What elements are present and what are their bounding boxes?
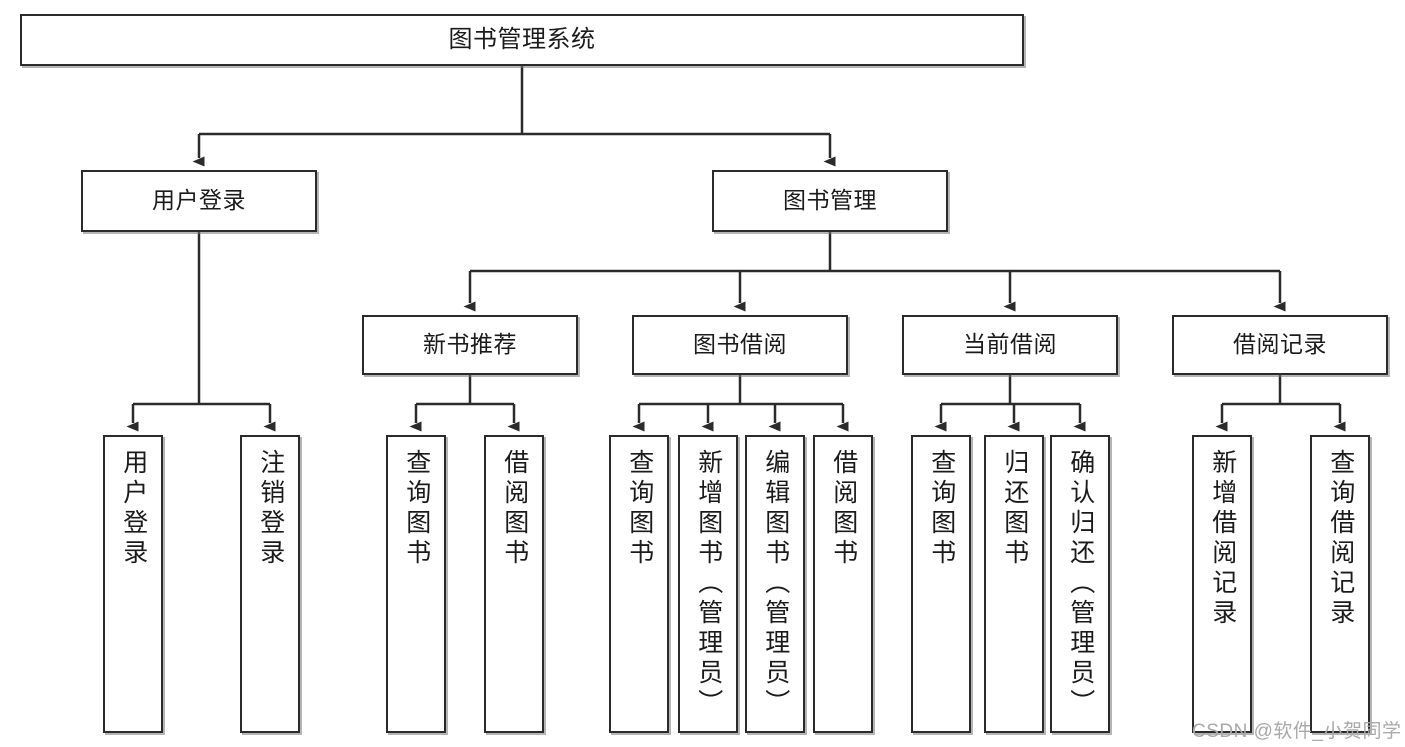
node-root[interactable]: 图书管理系统 <box>20 14 1024 66</box>
node-leaf-bb-add-book[interactable]: 新增图书（管理员） <box>678 435 738 733</box>
node-leaf-rec-borrow-book[interactable]: 借阅图书 <box>484 435 544 733</box>
node-leaf-cb-query-book-label: 查询图书 <box>927 449 956 569</box>
node-leaf-cb-return-book[interactable]: 归还图书 <box>984 435 1044 733</box>
node-leaf-user-logout[interactable]: 注销登录 <box>240 435 300 733</box>
node-user-login-label: 用户登录 <box>152 187 246 214</box>
node-leaf-cb-query-book[interactable]: 查询图书 <box>911 435 971 733</box>
node-book-borrow-label: 图书借阅 <box>693 331 787 358</box>
node-leaf-rec-borrow-book-label: 借阅图书 <box>500 449 529 569</box>
node-new-book-rec[interactable]: 新书推荐 <box>362 315 578 375</box>
node-leaf-cb-confirm-return[interactable]: 确认归还（管理员） <box>1050 435 1110 733</box>
node-leaf-bb-query-book[interactable]: 查询图书 <box>609 435 669 733</box>
node-leaf-rec-query-book[interactable]: 查询图书 <box>386 435 446 733</box>
node-leaf-br-add-record-label: 新增借阅记录 <box>1208 449 1237 629</box>
node-leaf-cb-confirm-return-label: 确认归还（管理员） <box>1066 449 1095 719</box>
node-leaf-user-logout-label: 注销登录 <box>256 449 285 569</box>
node-leaf-user-login[interactable]: 用户登录 <box>103 435 163 733</box>
node-new-book-rec-label: 新书推荐 <box>423 331 517 358</box>
node-leaf-bb-add-book-label: 新增图书（管理员） <box>694 449 723 719</box>
node-book-borrow[interactable]: 图书借阅 <box>632 315 848 375</box>
node-leaf-br-query-record[interactable]: 查询借阅记录 <box>1310 435 1370 733</box>
node-borrow-record-label: 借阅记录 <box>1233 331 1327 358</box>
node-leaf-rec-query-book-label: 查询图书 <box>402 449 431 569</box>
node-leaf-br-add-record[interactable]: 新增借阅记录 <box>1192 435 1252 733</box>
node-leaf-br-query-record-label: 查询借阅记录 <box>1326 449 1355 629</box>
node-leaf-cb-return-book-label: 归还图书 <box>1000 449 1029 569</box>
node-root-label: 图书管理系统 <box>448 25 596 53</box>
node-current-borrow-label: 当前借阅 <box>963 331 1057 358</box>
edge-group <box>126 66 1346 432</box>
node-leaf-bb-borrow-book[interactable]: 借阅图书 <box>813 435 873 733</box>
node-current-borrow[interactable]: 当前借阅 <box>902 315 1118 375</box>
node-leaf-bb-edit-book-label: 编辑图书（管理员） <box>761 449 790 719</box>
node-leaf-user-login-label: 用户登录 <box>119 449 148 569</box>
node-book-manage[interactable]: 图书管理 <box>712 170 948 232</box>
node-borrow-record[interactable]: 借阅记录 <box>1172 315 1388 375</box>
node-leaf-bb-query-book-label: 查询图书 <box>625 449 654 569</box>
node-leaf-bb-borrow-book-label: 借阅图书 <box>829 449 858 569</box>
node-user-login[interactable]: 用户登录 <box>81 170 317 232</box>
node-leaf-bb-edit-book[interactable]: 编辑图书（管理员） <box>745 435 805 733</box>
node-book-manage-label: 图书管理 <box>783 187 877 214</box>
